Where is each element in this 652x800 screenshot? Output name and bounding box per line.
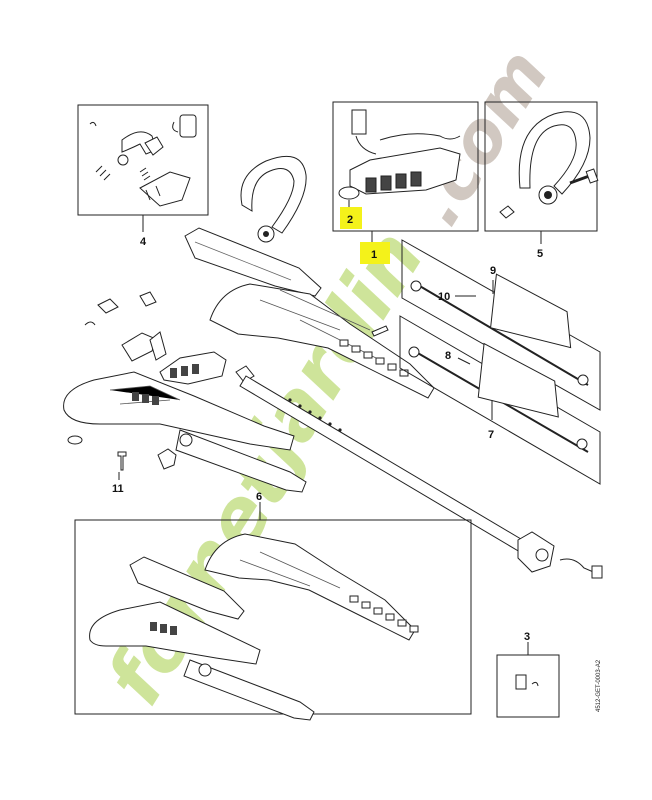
- callout-6: 6: [256, 491, 262, 503]
- cable-panels: 9 10 8 7: [399, 239, 601, 485]
- highlight-1: [360, 242, 390, 264]
- telescopic-shaft: [235, 365, 603, 579]
- main-assembly: 11: [63, 155, 435, 495]
- drawing-reference: 4512-GET-0003-A2: [596, 659, 602, 712]
- highlight-2: [340, 207, 362, 229]
- callout-1: 1: [371, 249, 377, 261]
- callout-8: 8: [445, 350, 451, 362]
- box-3-small-part: 3: [496, 631, 560, 718]
- box-5-front-handle: 5: [484, 101, 599, 260]
- callout-7: 7: [488, 429, 494, 441]
- callout-2: 2: [347, 214, 353, 226]
- callout-5: 5: [537, 248, 543, 260]
- callout-9: 9: [490, 265, 496, 277]
- box-4-trigger-parts: 4: [77, 104, 209, 248]
- callout-10: 10: [438, 291, 450, 303]
- callout-11: 11: [112, 483, 124, 495]
- box-6-housing: 6: [74, 491, 472, 721]
- box-1-electrics: 2 1: [332, 101, 479, 264]
- callout-3: 3: [524, 631, 530, 643]
- callout-4: 4: [140, 236, 147, 248]
